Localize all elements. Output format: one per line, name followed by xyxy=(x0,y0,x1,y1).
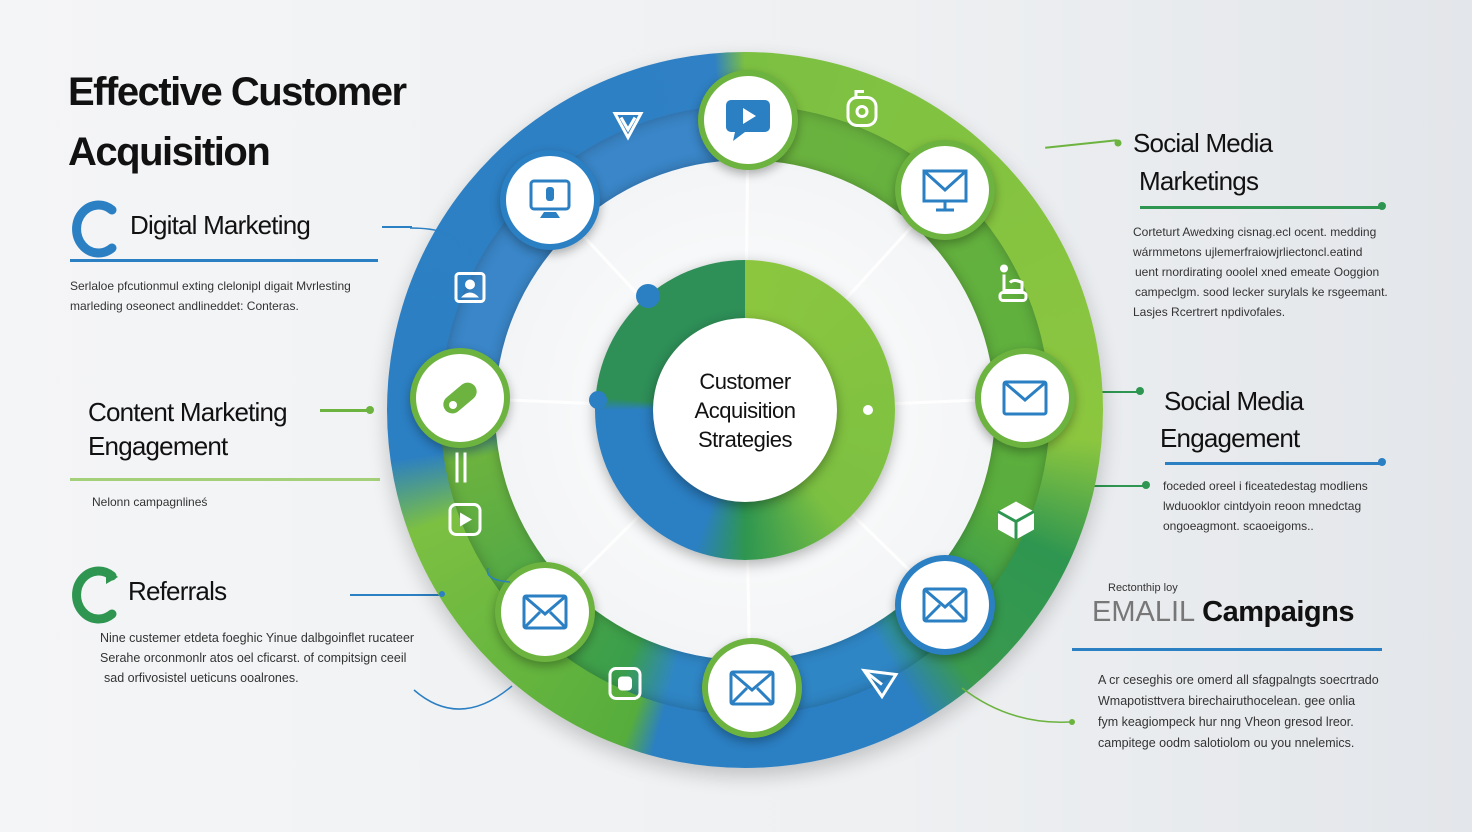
connector xyxy=(320,409,370,412)
divider xyxy=(1165,462,1385,465)
digital-marketing-heading: Digital Marketing xyxy=(130,210,311,240)
email-campaigns-text: A cr ceseghis ore omerd all sfagpalngts … xyxy=(1098,673,1379,750)
c-logo-icon-green xyxy=(70,564,122,624)
monitor-mail-icon xyxy=(922,169,968,212)
message-square-icon xyxy=(606,665,644,708)
connector-dot xyxy=(589,391,607,409)
user-card-icon xyxy=(452,270,488,311)
connector xyxy=(350,594,442,596)
divider xyxy=(1140,206,1385,209)
email-node-bottom-right[interactable] xyxy=(895,555,995,655)
send-icon xyxy=(860,665,900,706)
divider xyxy=(1072,648,1382,651)
connector xyxy=(1100,391,1140,393)
divider xyxy=(70,478,380,481)
video-chat-icon xyxy=(726,100,770,141)
bag-icon xyxy=(842,86,882,135)
link-icon xyxy=(443,382,477,414)
hand-pointer-icon xyxy=(994,261,1030,310)
email-campaigns-heading: EMALIL Campaigns xyxy=(1092,596,1354,628)
referrals-text: Nine custemer etdeta foeghic Yinue dalbg… xyxy=(100,631,415,685)
tally-icon xyxy=(452,451,472,490)
box-icon xyxy=(994,498,1038,547)
envelope-icon xyxy=(922,587,968,623)
envelope-icon xyxy=(522,594,568,630)
monitor-icon xyxy=(529,179,571,218)
divider xyxy=(70,259,378,262)
referrals-heading: Referrals xyxy=(128,576,227,606)
envelope-icon xyxy=(729,670,775,706)
monitor-node[interactable] xyxy=(500,150,600,250)
connector xyxy=(1090,485,1146,487)
video-chat-node[interactable] xyxy=(698,70,798,170)
c-logo-icon-blue xyxy=(70,198,122,258)
email-node-left[interactable] xyxy=(495,562,595,662)
email-kicker: Rectonthip loy xyxy=(1108,582,1178,594)
envelope-icon xyxy=(1002,380,1048,416)
connector-dot xyxy=(863,405,873,415)
email-desktop-node[interactable] xyxy=(895,140,995,240)
email-node-right[interactable] xyxy=(975,348,1075,448)
play-button-icon xyxy=(446,501,484,544)
shield-check-icon xyxy=(611,108,645,147)
email-node-bottom[interactable] xyxy=(702,638,802,738)
content-marketing-text: Nelonn campagnlineś xyxy=(92,495,208,509)
connector-dot xyxy=(636,284,660,308)
page-title: Effective Customer Acquisition xyxy=(68,70,407,174)
digital-marketing-text: Serlaloe pfcutionmul exting clelonipl di… xyxy=(70,279,351,313)
link-node[interactable] xyxy=(410,348,510,448)
connector xyxy=(382,226,412,228)
social-media-marketing-text: Corteturt Awedxing cisnag.ecl ocent. med… xyxy=(1133,225,1388,319)
connector-dot xyxy=(1114,139,1122,147)
